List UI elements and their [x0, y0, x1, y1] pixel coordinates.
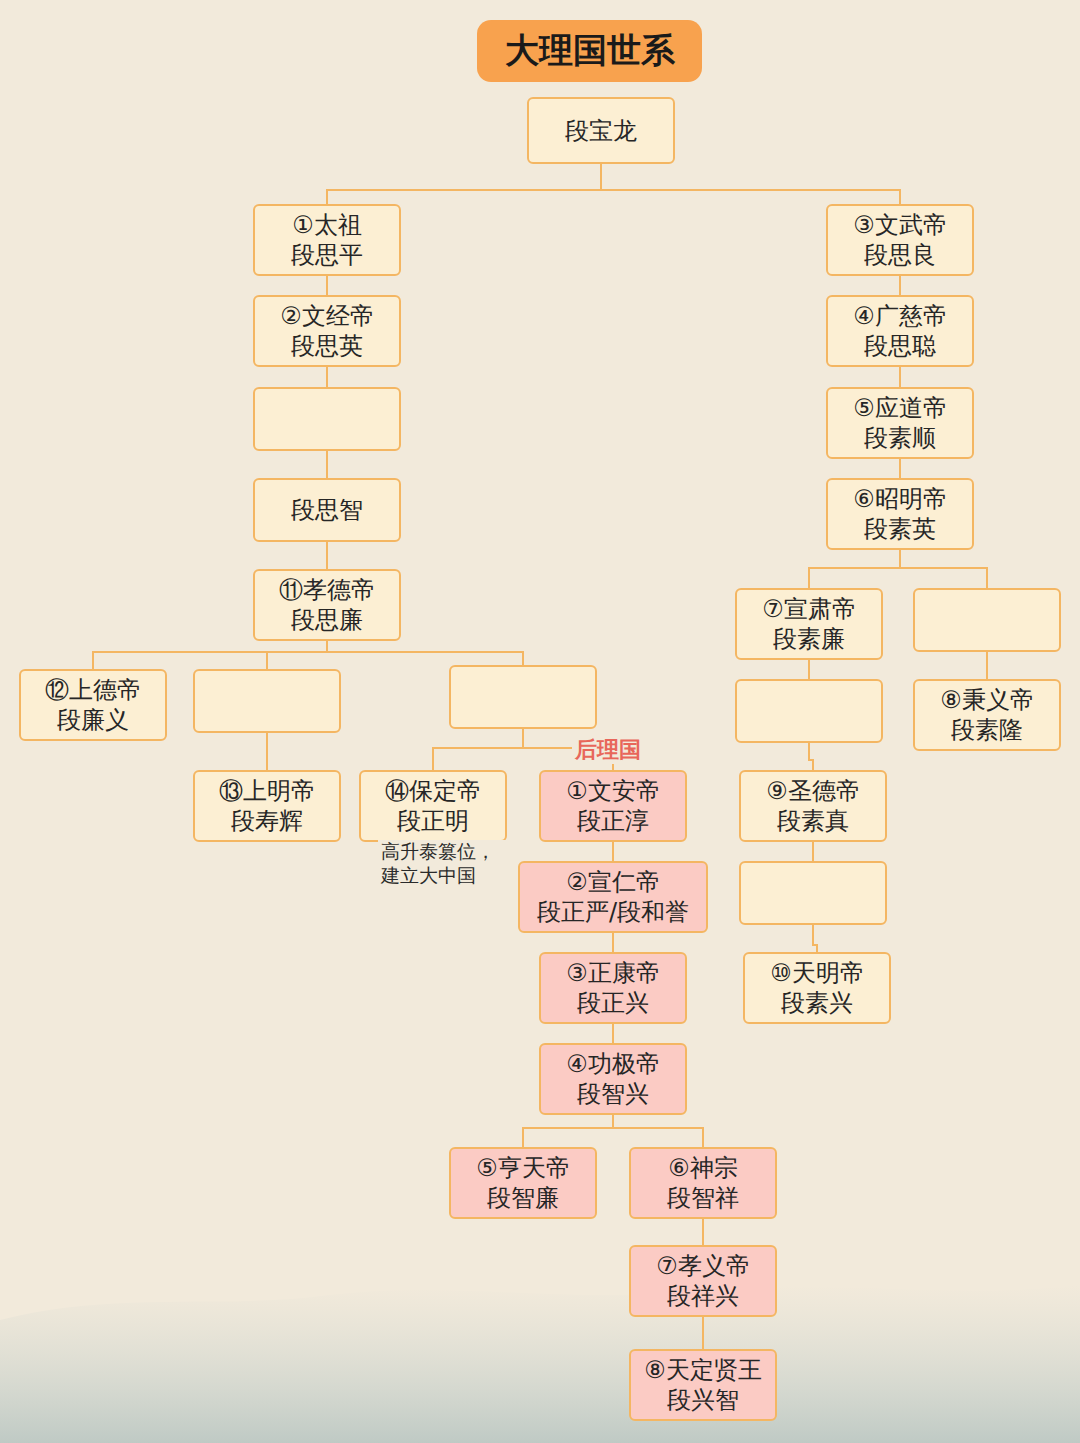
ruler-box: 段思智	[253, 478, 401, 542]
lineage-line	[327, 641, 613, 770]
lineage-line	[326, 542, 328, 569]
lineage-line	[93, 641, 327, 669]
ruler-name: 段正严/段和誉	[537, 897, 689, 927]
ruler-name: 段正淳	[577, 806, 649, 836]
reign-title: ③文武帝	[853, 210, 947, 240]
ruler-name: 段素英	[864, 514, 936, 544]
lineage-line	[327, 164, 601, 204]
reign-title: ⑥神宗	[668, 1153, 738, 1183]
ruler-box: ⑦宣肃帝段素廉	[735, 588, 883, 660]
reign-title: ⑧天定贤王	[644, 1355, 762, 1385]
reign-title: ⑩天明帝	[770, 958, 864, 988]
ruler-name: 段思英	[291, 331, 363, 361]
section-label: 后理国	[572, 736, 644, 764]
ruler-box: 段宝龙	[527, 97, 675, 164]
reign-title: ⑥昭明帝	[853, 484, 947, 514]
ruler-name: 段祥兴	[667, 1281, 739, 1311]
reign-title: ⑦孝义帝	[656, 1251, 750, 1281]
reign-title: ⑧秉义帝	[940, 685, 1034, 715]
reign-title: ④功极帝	[566, 1049, 660, 1079]
ruler-box: ④功极帝段智兴	[539, 1043, 687, 1115]
ruler-name: 段思廉	[291, 605, 363, 635]
ruler-box: ②宣仁帝段正严/段和誉	[518, 861, 708, 933]
lineage-line	[702, 1219, 704, 1245]
reign-title: ⑤亨天帝	[476, 1153, 570, 1183]
ruler-name: 段寿辉	[231, 806, 303, 836]
reign-title: ⑫上德帝	[45, 675, 141, 705]
title-box: 大理国世系	[477, 20, 702, 82]
empty-box	[193, 669, 341, 733]
ruler-box: ④广慈帝段思聪	[826, 295, 974, 367]
ruler-name: 段正明	[397, 806, 469, 836]
ruler-box: ⑥神宗段智祥	[629, 1147, 777, 1219]
ruler-name: 段智廉	[487, 1183, 559, 1213]
ruler-box: ⑤亨天帝段智廉	[449, 1147, 597, 1219]
reign-title: ②文经帝	[280, 301, 374, 331]
ruler-box: ⑧天定贤王段兴智	[629, 1349, 777, 1421]
ruler-box: ⑫上德帝段廉义	[19, 669, 167, 741]
reign-title: ①太祖	[292, 210, 362, 240]
empty-box	[739, 861, 887, 925]
ruler-box: ②文经帝段思英	[253, 295, 401, 367]
reign-title: ⑬上明帝	[219, 776, 315, 806]
reign-title: ⑦宣肃帝	[762, 594, 856, 624]
ruler-box: ⑥昭明帝段素英	[826, 478, 974, 550]
ruler-name: 段正兴	[577, 988, 649, 1018]
empty-box	[913, 588, 1061, 652]
ruler-name: 段思良	[864, 240, 936, 270]
ruler-box: ⑬上明帝段寿辉	[193, 770, 341, 842]
ruler-name: 段素兴	[781, 988, 853, 1018]
ruler-box: ⑭保定帝段正明	[359, 770, 507, 842]
mist	[0, 1285, 1080, 1443]
note: 高升泰篡位， 建立大中国	[378, 840, 508, 888]
ruler-box: ①文安帝段正淳	[539, 770, 687, 842]
lineage-line	[899, 276, 901, 295]
ruler-name: 段素廉	[773, 624, 845, 654]
lineage-line	[612, 1024, 614, 1043]
ruler-box: ⑦孝义帝段祥兴	[629, 1245, 777, 1317]
ruler-name: 段思聪	[864, 331, 936, 361]
lineage-line	[702, 1317, 704, 1349]
ruler-box: ⑨圣德帝段素真	[739, 770, 887, 842]
ruler-box: ⑪孝德帝段思廉	[253, 569, 401, 641]
empty-box	[735, 679, 883, 743]
lineage-line	[612, 933, 614, 952]
ruler-box: ⑧秉义帝段素隆	[913, 679, 1061, 751]
ruler-name: 段素顺	[864, 423, 936, 453]
empty-box	[449, 665, 597, 729]
ruler-box: ③正康帝段正兴	[539, 952, 687, 1024]
lineage-line	[899, 367, 901, 387]
lineage-line	[899, 459, 901, 478]
reign-title: ①文安帝	[566, 776, 660, 806]
reign-title: ④广慈帝	[853, 301, 947, 331]
ruler-box: ⑤应道帝段素顺	[826, 387, 974, 459]
title-text: 大理国世系	[505, 28, 675, 74]
reign-title: ②宣仁帝	[566, 867, 660, 897]
reign-title: ⑤应道帝	[853, 393, 947, 423]
lineage-line	[612, 842, 614, 861]
empty-box	[253, 387, 401, 451]
lineage-line	[809, 550, 900, 588]
reign-title: ⑨圣德帝	[766, 776, 860, 806]
lineage-line	[326, 276, 328, 295]
ruler-name: 段廉义	[57, 705, 129, 735]
ruler-name: 段素隆	[951, 715, 1023, 745]
lineage-line	[601, 164, 900, 204]
ruler-name: 段智兴	[577, 1079, 649, 1109]
reign-title: ⑭保定帝	[385, 776, 481, 806]
lineage-line	[613, 1115, 703, 1147]
ruler-name: 段思平	[291, 240, 363, 270]
ruler-name: 段智祥	[667, 1183, 739, 1213]
ruler-name: 段宝龙	[565, 116, 637, 146]
ruler-box: ③文武帝段思良	[826, 204, 974, 276]
ruler-name: 段素真	[777, 806, 849, 836]
lineage-line	[523, 1115, 613, 1147]
reign-title: ⑪孝德帝	[279, 575, 375, 605]
ruler-name: 段兴智	[667, 1385, 739, 1415]
reign-title: ③正康帝	[566, 958, 660, 988]
ruler-box: ⑩天明帝段素兴	[743, 952, 891, 1024]
ruler-box: ①太祖段思平	[253, 204, 401, 276]
ruler-name: 段思智	[291, 495, 363, 525]
